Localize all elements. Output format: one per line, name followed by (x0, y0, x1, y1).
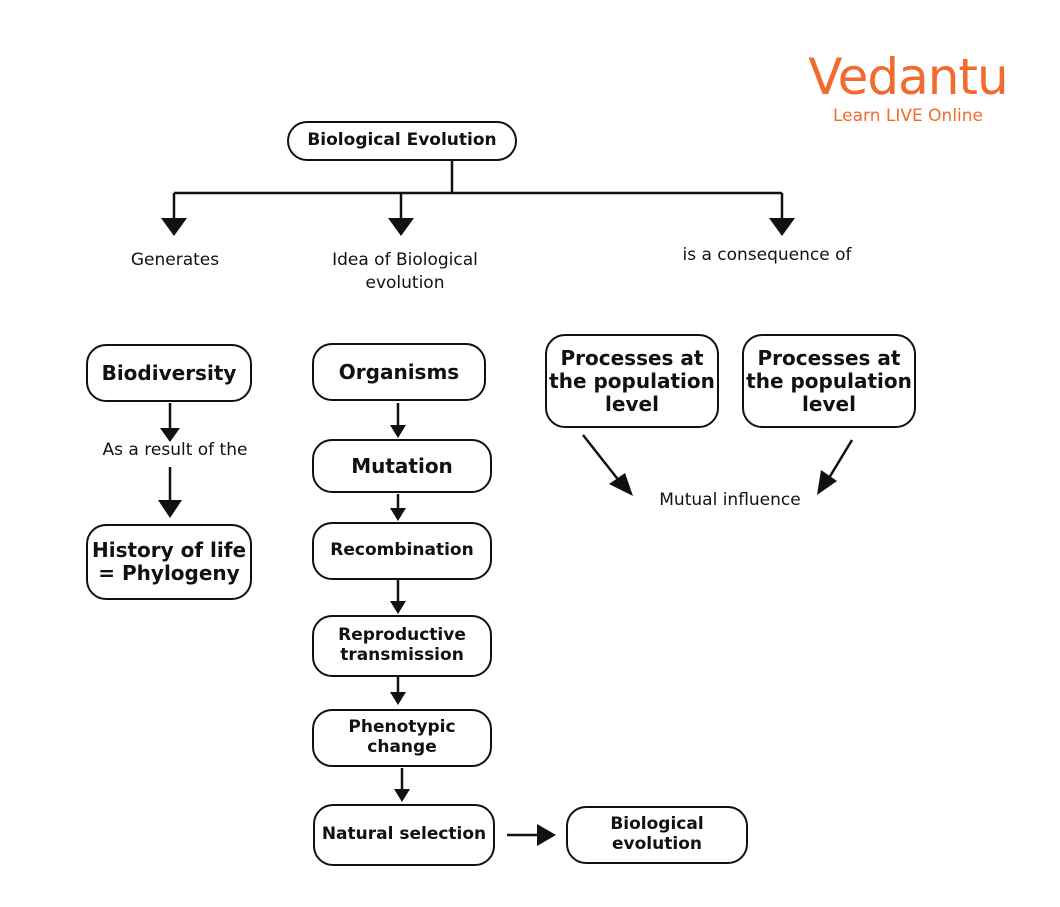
logo-wordmark: Vedantu (808, 48, 1008, 106)
node-mutation: Mutation (312, 439, 492, 493)
node-recombination: Recombination (312, 522, 492, 580)
node-biological-evolution: Biological evolution (566, 806, 748, 864)
node-organisms: Organisms (312, 343, 486, 401)
node-phenotypic-change: Phenotypic change (312, 709, 492, 767)
root-node: Biological Evolution (287, 121, 517, 161)
label-mutual-influence: Mutual influence (659, 490, 801, 510)
node-processes-b: Processes at the population level (742, 334, 916, 428)
logo-tagline: Learn LIVE Online (832, 106, 983, 126)
label-as-a-result: As a result of the (102, 440, 248, 460)
node-reproductive-transmission: Reproductive transmission (312, 615, 492, 677)
node-natural-selection: Natural selection (313, 804, 495, 866)
vedantu-logo: Vedantu Learn LIVE Online (808, 52, 1008, 126)
node-processes-a: Processes at the population level (545, 334, 719, 428)
label-consequence: is a consequence of (682, 245, 852, 265)
node-biodiversity: Biodiversity (86, 344, 252, 402)
label-generates: Generates (130, 250, 220, 270)
label-idea: Idea of Biological evolution (332, 250, 478, 293)
node-phylogeny: History of life = Phylogeny (86, 524, 252, 600)
